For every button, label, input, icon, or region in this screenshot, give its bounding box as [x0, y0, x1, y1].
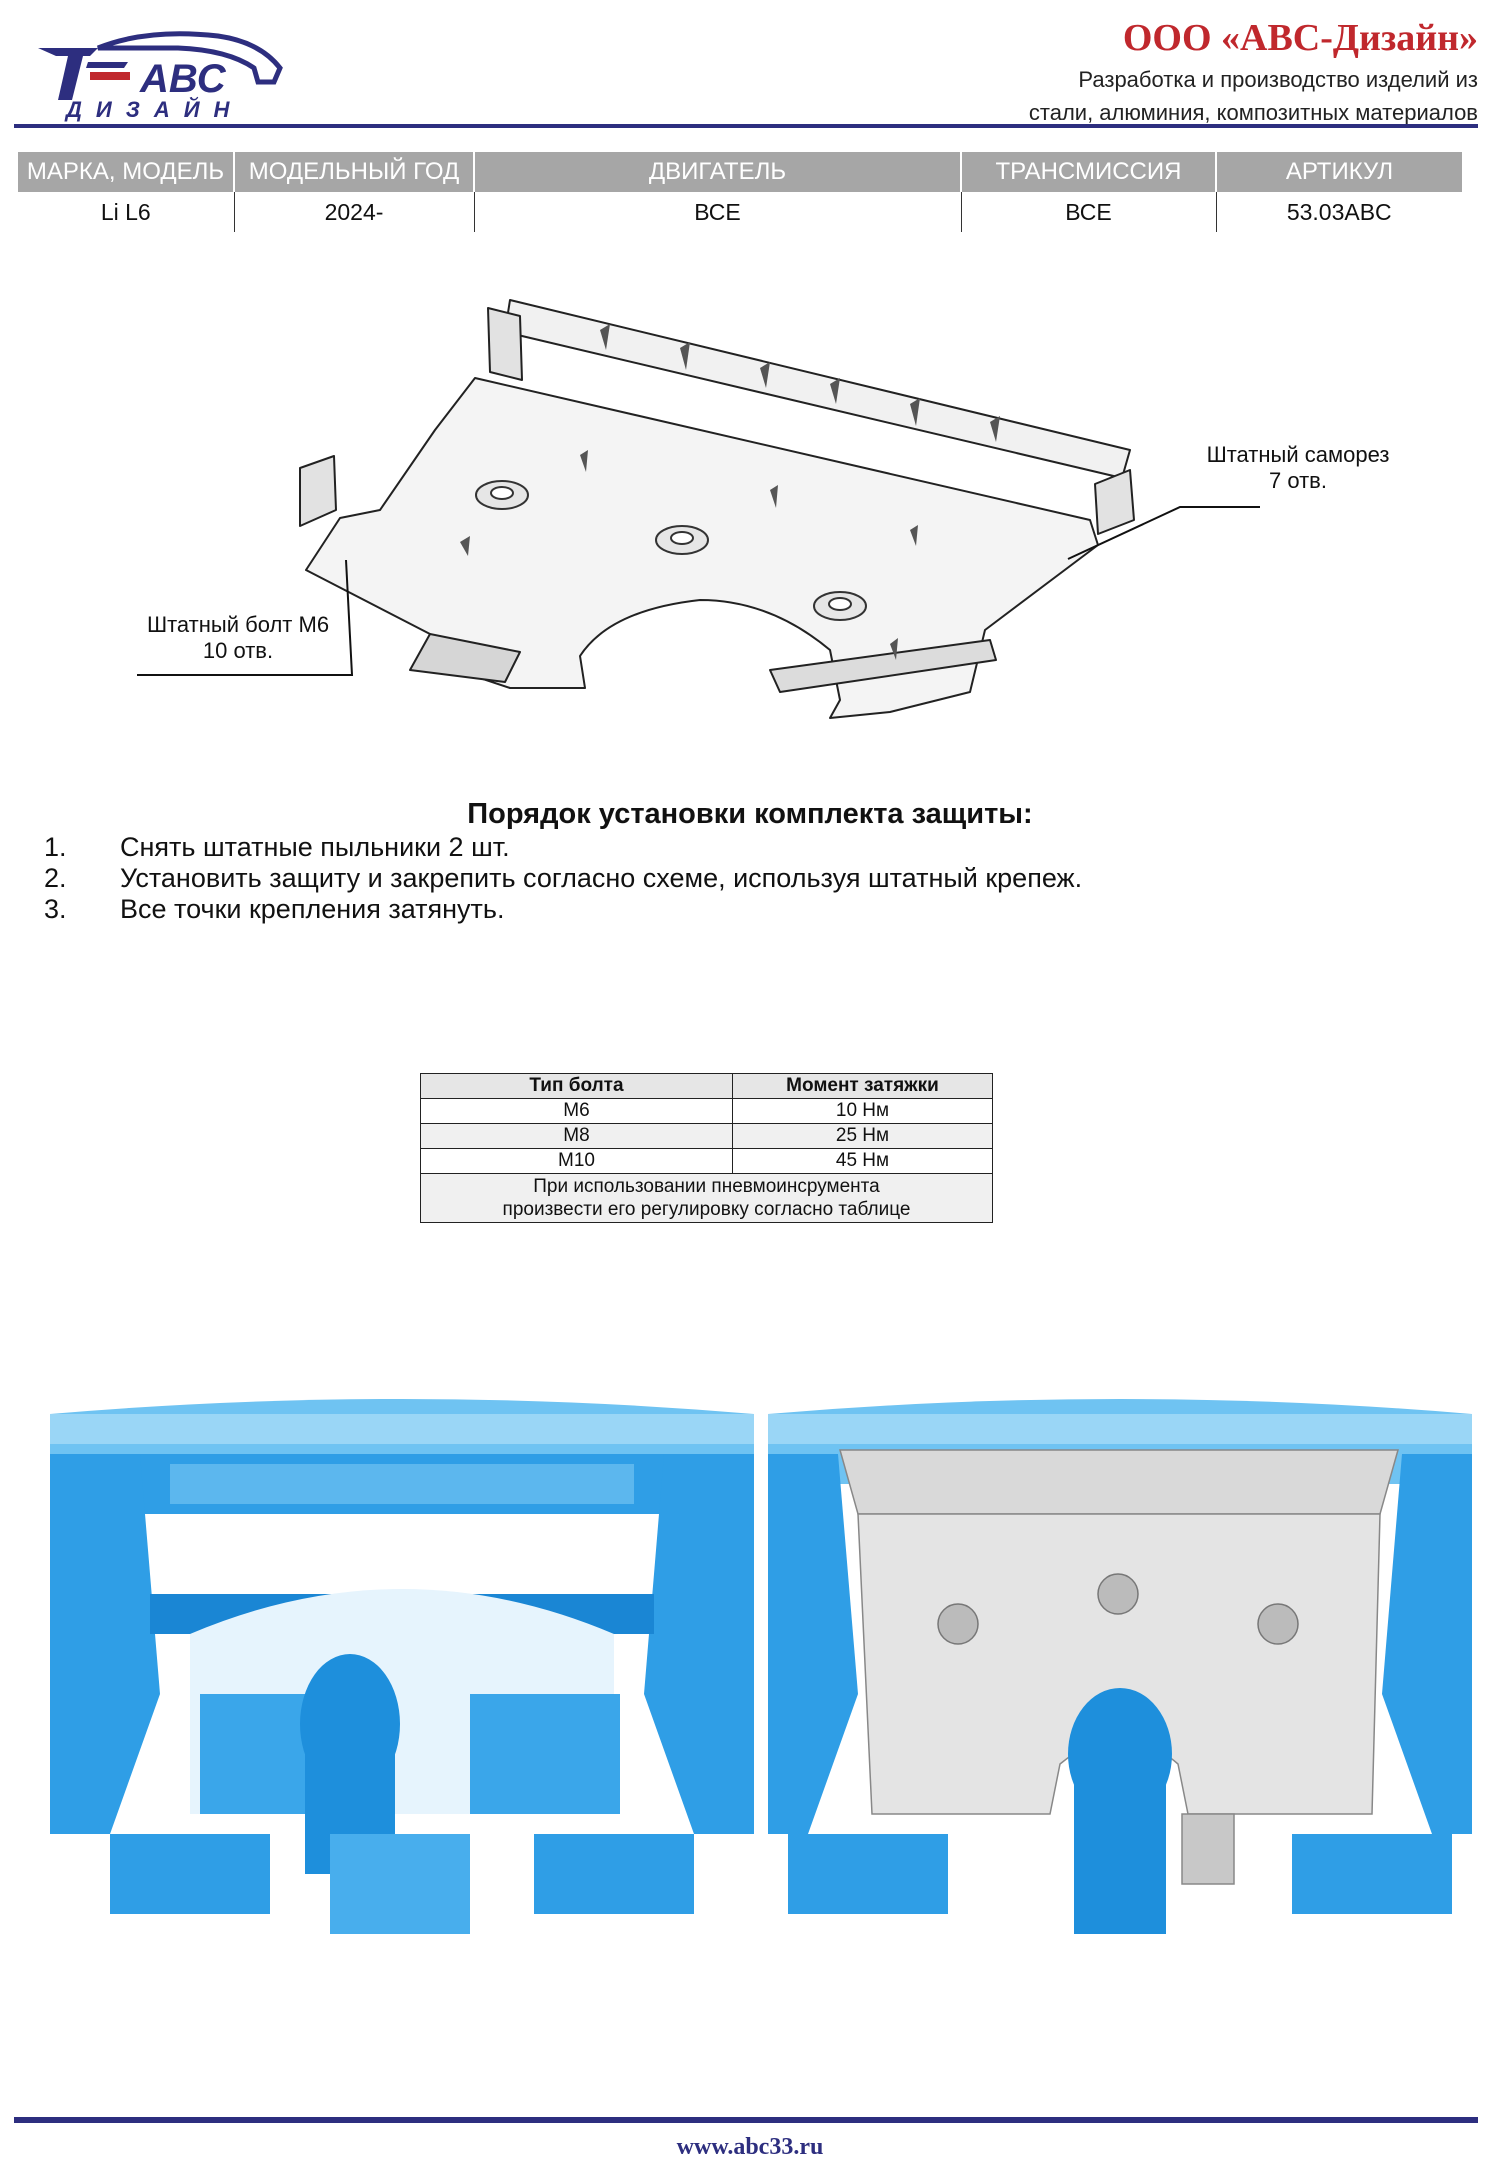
instruction-step-text: Установить защиту и закрепить согласно с…	[120, 863, 1083, 893]
company-logo: АВС ДИЗАЙН	[38, 31, 283, 122]
torque-bolt-type: М8	[420, 1123, 733, 1149]
plate-bracket-rear	[487, 307, 523, 381]
spec-header-transmission: ТРАНСМИССИЯ	[961, 152, 1217, 192]
torque-bolt-type: М10	[420, 1148, 733, 1174]
company-block: ООО «АВС-Дизайн» Разработка и производст…	[1029, 16, 1478, 126]
torque-note-row: При использовании пневмоинсрумента произ…	[420, 1173, 993, 1223]
instruction-step-number: 2.	[44, 863, 67, 893]
callout-screw-count: 7 отв.	[1269, 468, 1327, 493]
instruction-step: 1. Снять штатные пыльники 2 шт.	[44, 832, 1082, 863]
instruction-step-text: Все точки крепления затянуть.	[120, 894, 505, 924]
torque-value: 10 Нм	[732, 1098, 993, 1124]
company-name: ООО «АВС-Дизайн»	[1122, 17, 1478, 59]
spec-header-year: МОДЕЛЬНЫЙ ГОД	[234, 152, 475, 192]
spec-value-article: 53.03ABC	[1286, 198, 1392, 225]
plate-mount-holes	[937, 1573, 1299, 1645]
torque-bolt-type: М6	[420, 1098, 733, 1124]
torque-header-torque: Момент затяжки	[732, 1073, 993, 1099]
spec-value-row: Li L6 2024- ВСЕ ВСЕ 53.03ABC	[18, 192, 1462, 232]
spec-header-engine: ДВИГАТЕЛЬ	[474, 152, 962, 192]
plate-front-tab	[409, 633, 521, 683]
callout-standard-screw: Штатный саморез 7 отв.	[1198, 442, 1398, 494]
torque-table: Тип болта Момент затяжки М6 10 Нм М8 25 …	[420, 1073, 993, 1223]
spec-value-model: Li L6	[18, 192, 235, 232]
installed-skid-plate	[839, 1449, 1399, 1885]
instruction-step-text: Снять штатные пыльники 2 шт.	[120, 832, 510, 862]
plate-side-rail	[769, 639, 997, 693]
spec-value-engine: ВСЕ	[474, 192, 962, 232]
plate-mount-bosses	[475, 480, 867, 621]
instruction-step: 3. Все точки крепления затянуть.	[44, 894, 1082, 925]
footer-divider	[14, 2117, 1478, 2123]
torque-note-line-2: произвести его регулировку согласно табл…	[502, 1199, 911, 1220]
instruction-step-number: 1.	[44, 832, 67, 862]
instruction-step: 2. Установить защиту и закрепить согласн…	[44, 863, 1082, 894]
company-desc-line-1: Разработка и производство изделий из	[1078, 67, 1478, 92]
torque-note: При использовании пневмоинсрумента произ…	[420, 1173, 993, 1223]
torque-header-bolt-type: Тип болта	[420, 1073, 733, 1099]
torque-value: 25 Нм	[732, 1123, 993, 1149]
logo-abc-text: АВС	[139, 57, 227, 101]
torque-row: М6 10 Нм	[420, 1098, 993, 1124]
torque-header-row: Тип болта Момент затяжки	[420, 1073, 993, 1099]
torque-row: М10 45 Нм	[420, 1148, 993, 1174]
spec-value-transmission: ВСЕ	[961, 192, 1217, 232]
plate-vent-slots	[460, 324, 1000, 660]
spec-header-model: МАРКА, МОДЕЛЬ	[18, 152, 235, 192]
company-desc-line-2: стали, алюминия, композитных материалов	[1028, 100, 1478, 125]
spec-table: МАРКА, МОДЕЛЬ МОДЕЛЬНЫЙ ГОД ДВИГАТЕЛЬ ТР…	[18, 152, 1462, 232]
spec-header-row: МАРКА, МОДЕЛЬ МОДЕЛЬНЫЙ ГОД ДВИГАТЕЛЬ ТР…	[18, 152, 1462, 192]
torque-value: 45 Нм	[732, 1148, 993, 1174]
footer-website-link[interactable]: www.abc33.ru	[676, 2134, 824, 2160]
spec-header-article: АРТИКУЛ	[1216, 152, 1462, 192]
plate-bracket-right	[1094, 469, 1135, 535]
instructions-list: 1. Снять штатные пыльники 2 шт. 2. Устан…	[44, 832, 1082, 925]
chassis-photo-without-plate	[50, 1394, 754, 1942]
skid-plate-drawing	[299, 299, 1135, 719]
callout-standard-bolt: Штатный болт М6 10 отв.	[138, 612, 338, 664]
torque-row: М8 25 Нм	[420, 1123, 993, 1149]
chassis-photo-with-plate	[768, 1394, 1472, 1942]
plate-bracket-left	[299, 455, 337, 527]
logo-design-text: ДИЗАЙН	[64, 96, 243, 122]
instructions-title: Порядок установки комплекта защиты:	[467, 798, 1033, 830]
callout-screw-label: Штатный саморез	[1206, 442, 1390, 467]
callout-leader-lines	[137, 506, 1260, 676]
callout-bolt-label: Штатный болт М6	[146, 612, 330, 637]
instruction-step-number: 3.	[44, 894, 67, 924]
spec-value-year: 2024-	[234, 192, 475, 232]
logo-car-icon	[38, 31, 283, 100]
header-divider	[14, 124, 1478, 128]
torque-note-line-1: При использовании пневмоинсрумента	[533, 1176, 880, 1197]
callout-bolt-count: 10 отв.	[202, 638, 274, 663]
